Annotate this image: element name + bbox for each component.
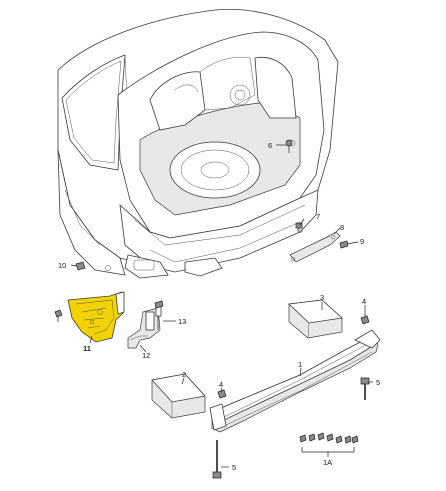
label-part-6: 6 — [268, 141, 272, 150]
nut-part-4-right — [360, 315, 370, 325]
nut-part-4-left — [217, 389, 227, 399]
label-part-3: 3 — [320, 293, 324, 302]
label-part-10: 10 — [58, 261, 66, 270]
absorber-part-2 — [151, 373, 206, 419]
label-part-12: 12 — [142, 351, 150, 360]
screw-near-part-11 — [54, 309, 63, 322]
label-part-7: 7 — [316, 212, 320, 221]
label-part-5-right: 5 — [376, 378, 380, 387]
label-part-4-right: 4 — [362, 297, 366, 306]
leader-lines — [70, 144, 373, 468]
screw-part-6 — [285, 139, 293, 153]
label-part-13: 13 — [178, 317, 186, 326]
screw-part-7 — [295, 222, 303, 233]
bolt-part-5-left — [212, 440, 222, 479]
label-part-9: 9 — [360, 237, 364, 246]
label-part-8: 8 — [340, 223, 344, 232]
stud-part-13 — [154, 300, 164, 330]
label-part-1: 1 — [298, 360, 302, 369]
part-number-labels: 6 7 8 9 10 11 12 13 3 4 1 5 2 4 5 1A — [58, 141, 380, 472]
label-part-2: 2 — [182, 370, 186, 379]
guide-bracket-part-8 — [289, 231, 341, 263]
vehicle-rear-body — [57, 8, 339, 279]
bracket-part-12 — [127, 307, 161, 349]
label-part-5-left: 5 — [232, 463, 236, 472]
absorber-part-3 — [288, 299, 343, 339]
bumper-beam-part-1 — [209, 329, 381, 433]
label-part-1A: 1A — [323, 458, 332, 467]
screw-part-9 — [339, 240, 349, 249]
bracket-11-shape — [67, 291, 125, 343]
fastener-kit-part-1A — [299, 432, 359, 457]
nut-part-10 — [75, 261, 86, 271]
label-part-4-left: 4 — [219, 380, 223, 389]
bolt-part-5-right — [360, 377, 370, 400]
bracket-part-11-highlighted — [67, 291, 125, 343]
label-part-11: 11 — [83, 344, 91, 353]
